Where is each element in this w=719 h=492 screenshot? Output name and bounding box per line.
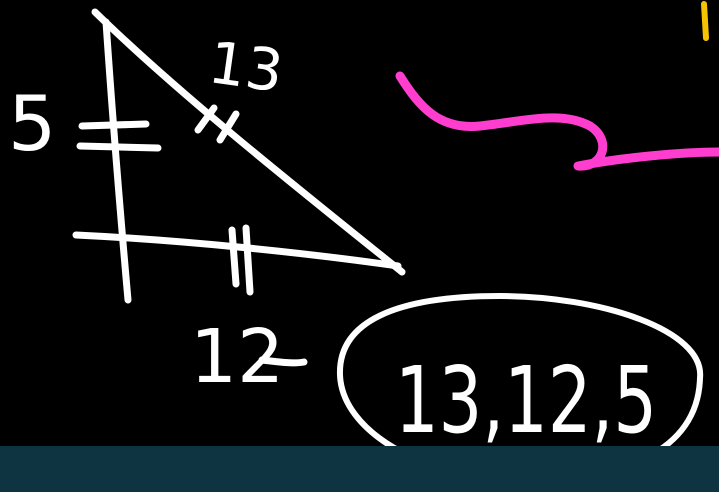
tick-mark-hyp-2 [216,110,240,144]
tick-mark-left-2 [76,142,162,152]
tick-mark-bottom-1 [228,226,240,288]
tick-mark-left-1 [78,120,150,130]
hypotenuse-stroke [91,8,406,276]
pink-squiggle-stroke [395,71,719,171]
answer-text: 13,12,5 [395,347,657,454]
label-12-underline [258,356,308,367]
yellow-edge-stroke [701,1,709,41]
tick-mark-hyp-1 [194,104,218,134]
side-label-bottom: 12 [190,314,284,400]
side-label-top: 13 [205,28,288,106]
horizontal-leg-stroke [72,231,402,270]
side-label-left: 5 [8,79,56,168]
tick-mark-bottom-2 [242,224,254,296]
bottom-toolbar-strip [0,446,719,492]
vertical-leg-stroke [102,18,132,304]
